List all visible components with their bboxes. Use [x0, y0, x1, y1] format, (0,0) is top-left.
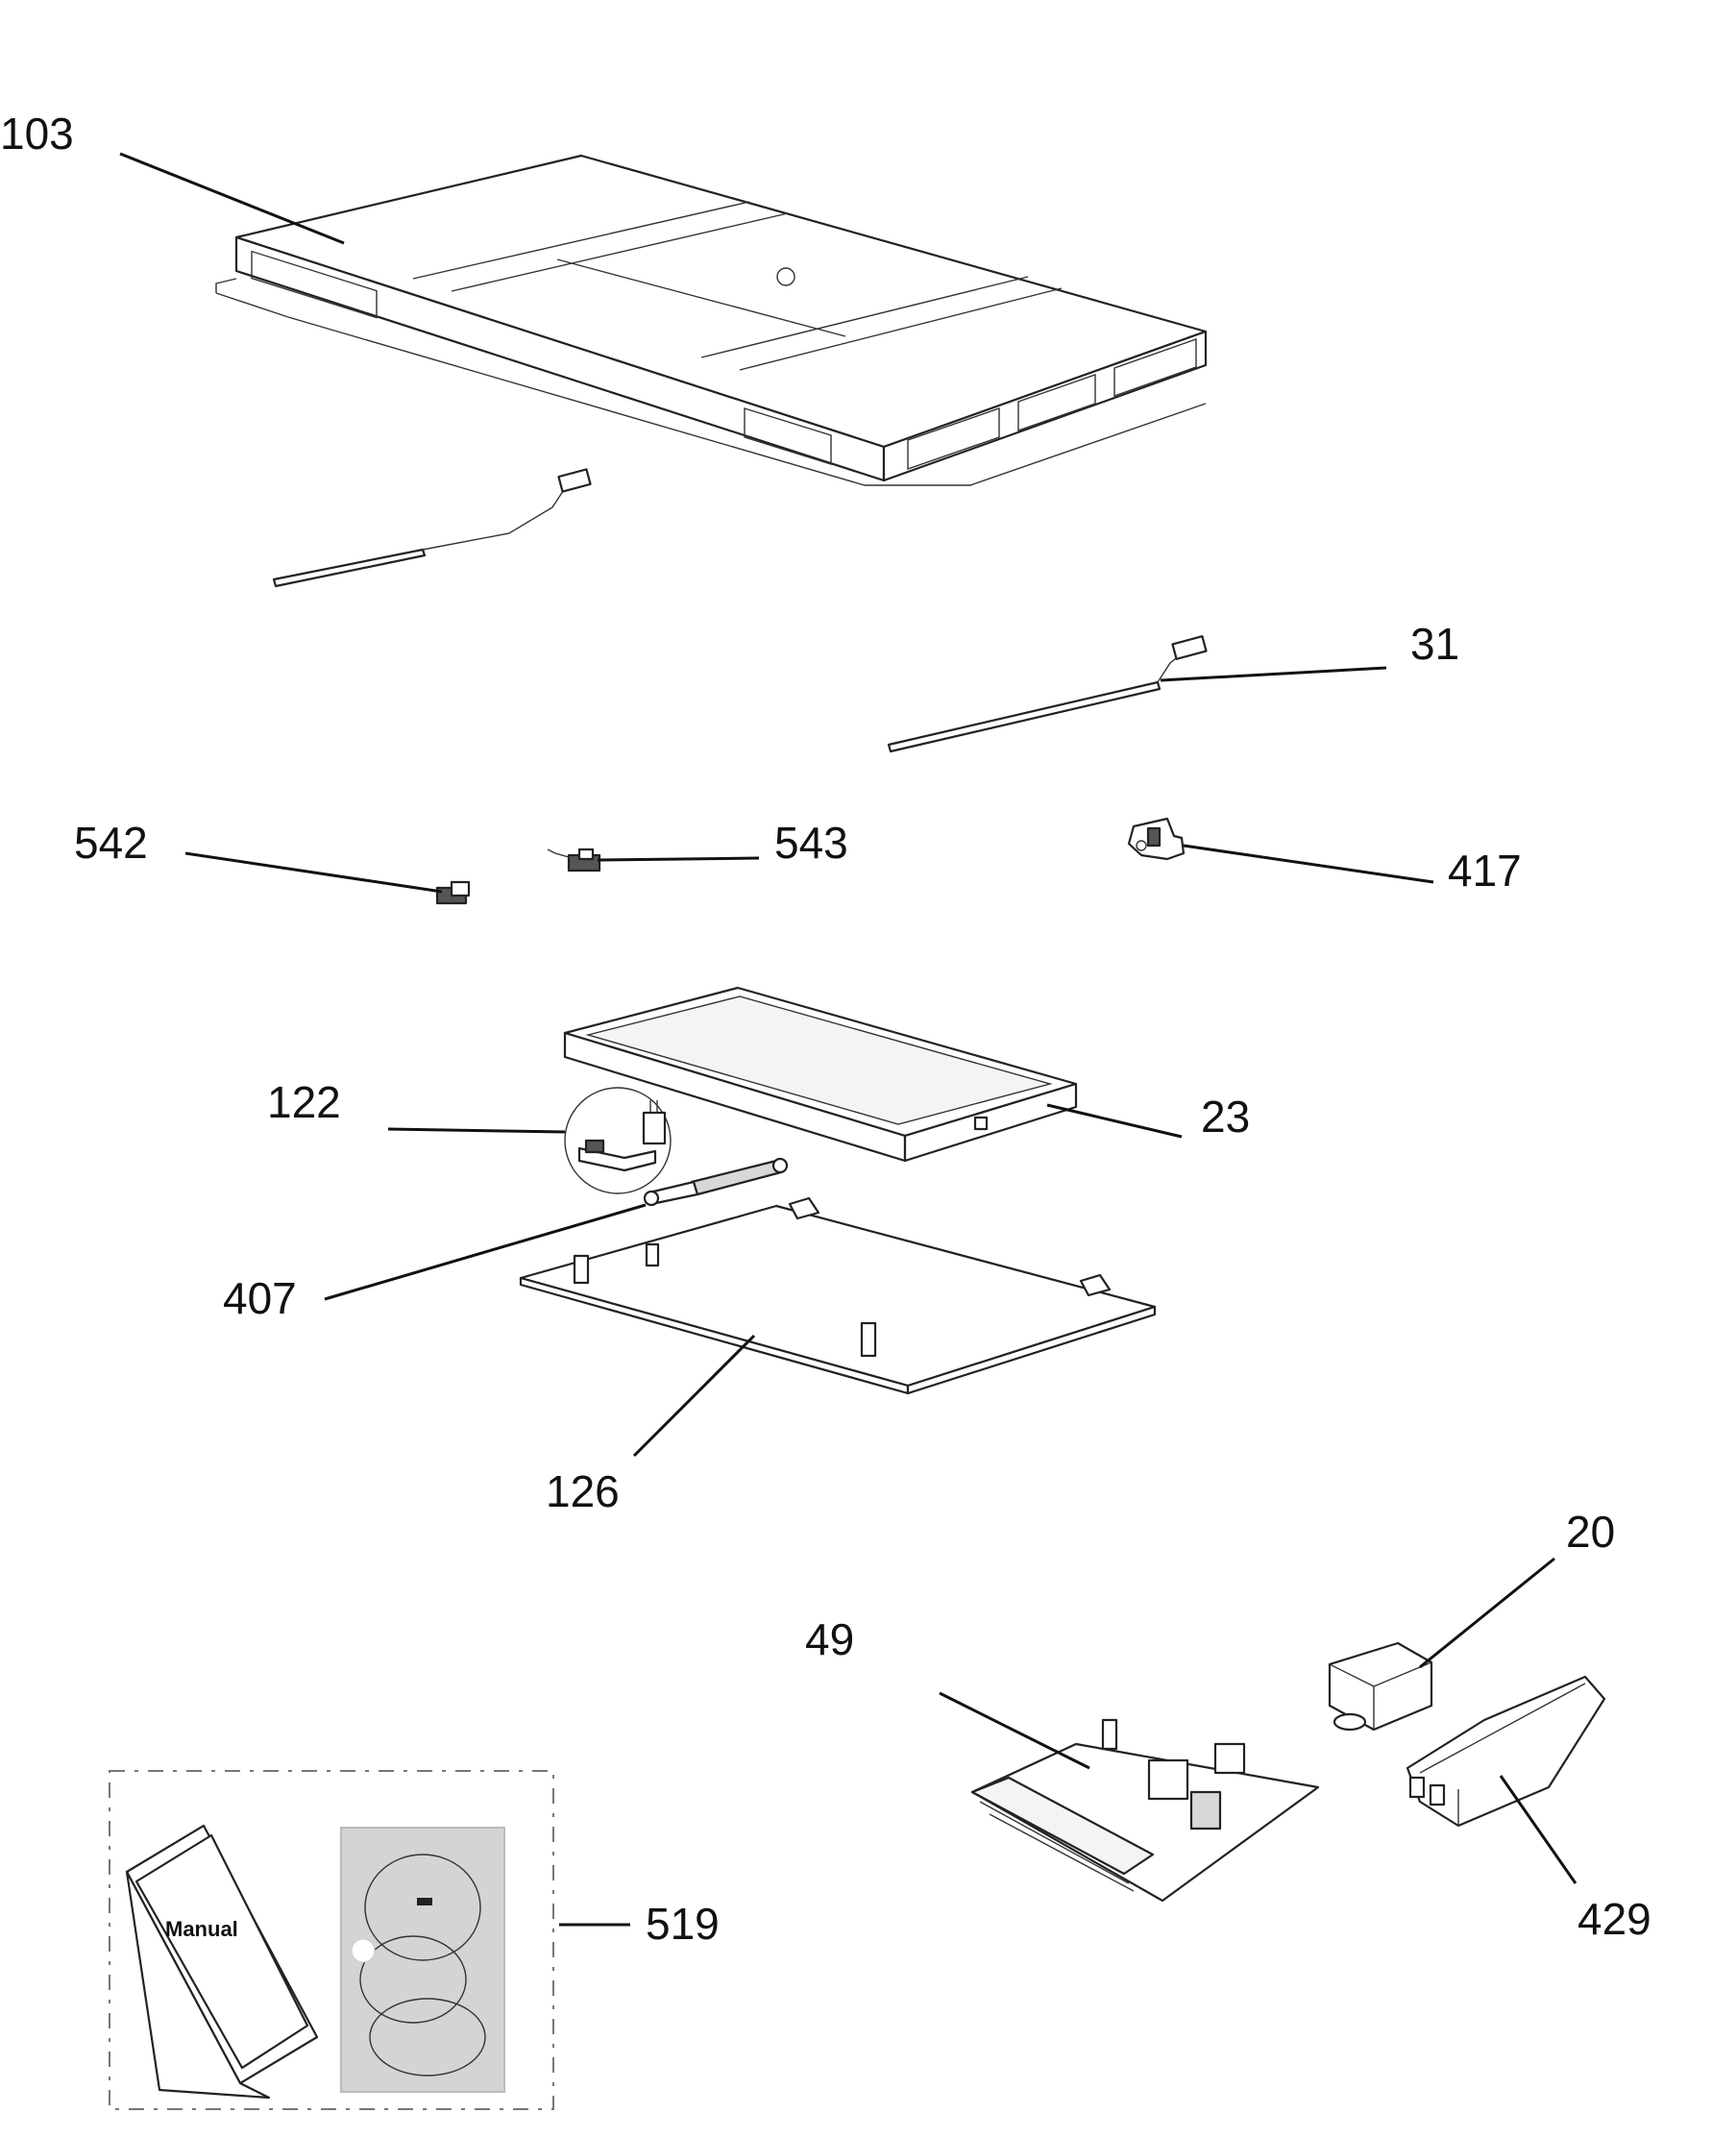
leader-417	[1183, 844, 1434, 884]
part-20-transformer	[1328, 1641, 1433, 1732]
label-103: 103	[0, 109, 74, 159]
leader-103	[119, 152, 345, 245]
manual-cover-label: Manual	[165, 1917, 238, 1941]
label-417: 417	[1448, 846, 1522, 896]
part-122-sensor-board	[564, 1087, 672, 1194]
label-49: 49	[805, 1614, 854, 1664]
part-543-connector	[547, 848, 601, 872]
label-407: 407	[223, 1273, 297, 1323]
label-122: 122	[267, 1077, 341, 1127]
leader-126	[632, 1334, 756, 1458]
label-20: 20	[1566, 1507, 1615, 1557]
leader-122	[387, 1127, 566, 1134]
leader-23	[1046, 1103, 1183, 1139]
part-23-filter-frame	[563, 986, 1078, 1163]
sensor-cable-left	[272, 468, 592, 588]
label-126: 126	[546, 1466, 620, 1516]
label-519: 519	[646, 1899, 720, 1949]
leader-543	[597, 856, 760, 862]
label-543: 543	[774, 818, 848, 868]
leader-542	[184, 851, 443, 894]
leader-407	[324, 1203, 647, 1301]
cable-bag	[340, 1827, 505, 2093]
label-542: 542	[74, 818, 148, 868]
leader-20	[1419, 1557, 1555, 1669]
part-31-sensor-cable	[887, 635, 1208, 753]
label-429: 429	[1577, 1894, 1651, 1944]
part-429-led-driver	[1406, 1675, 1606, 1828]
label-23: 23	[1201, 1092, 1250, 1142]
leader-429	[1499, 1775, 1577, 1884]
part-542-switch	[435, 880, 471, 905]
part-417-latch	[1127, 817, 1186, 861]
part-49-control-board	[970, 1718, 1320, 1903]
label-31: 31	[1410, 619, 1459, 669]
manual-booklet: Manual	[125, 1824, 319, 2100]
part-126-glass-panel	[519, 1196, 1157, 1395]
leader-49	[939, 1691, 1090, 1770]
part-103-housing	[215, 154, 1208, 486]
part-407-gas-strut	[643, 1157, 789, 1207]
part-519-accessory-kit: Manual	[109, 1770, 554, 2110]
leader-31	[1160, 666, 1387, 682]
